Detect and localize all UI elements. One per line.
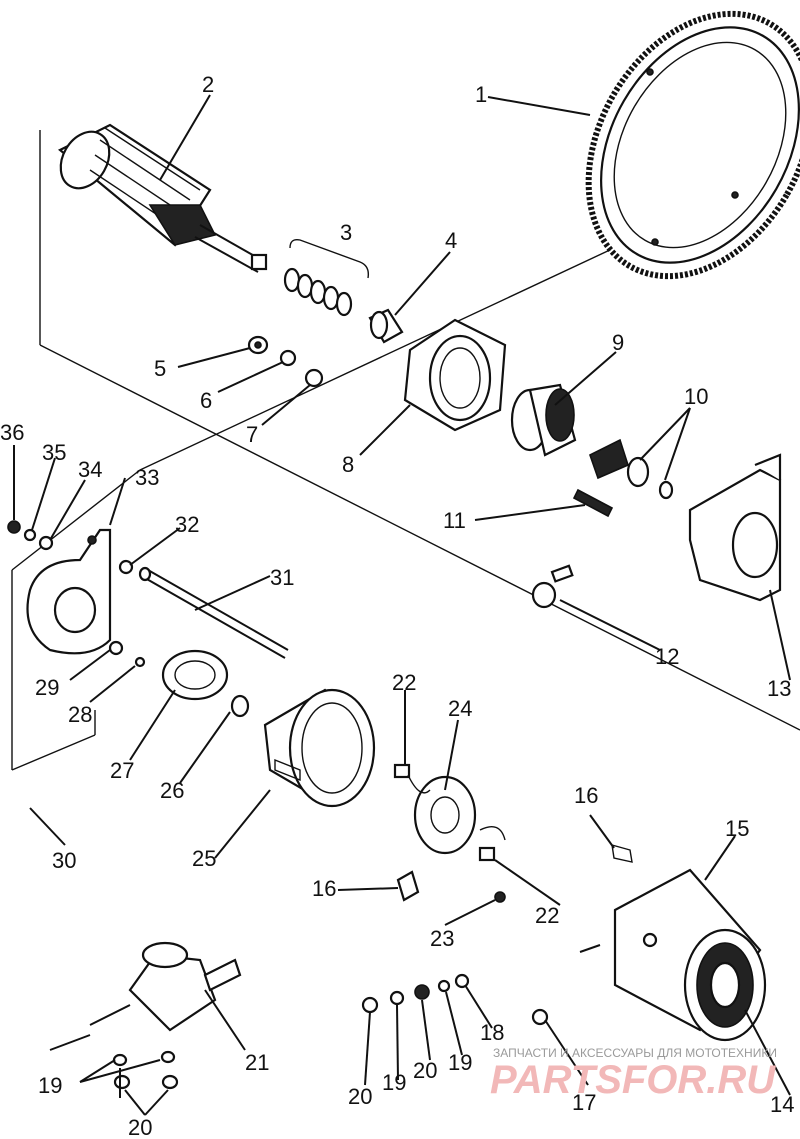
callout-35: 35 (42, 440, 66, 465)
watermark: ЗАПЧАСТИ И АКСЕССУАРЫ ДЛЯ МОТОТЕХНИКИ PA… (490, 1046, 777, 1102)
callout-30: 30 (52, 848, 76, 873)
callout-34: 34 (78, 457, 102, 482)
ring-gear (585, 10, 800, 280)
armature (57, 123, 268, 273)
brush-16-screw-23 (396, 844, 633, 903)
screw-17 (531, 1008, 549, 1026)
callout-19c: 19 (38, 1073, 62, 1098)
washers-5-6-7 (247, 335, 324, 388)
callout-29: 29 (35, 675, 59, 700)
callout-11: 11 (443, 508, 466, 533)
field-housing (263, 688, 376, 808)
callout-16a: 16 (574, 783, 598, 808)
callout-8: 8 (342, 452, 354, 477)
pinion-drive (510, 383, 577, 457)
callout-16b: 16 (312, 876, 336, 901)
screw-28-29 (108, 640, 146, 668)
callout-22a: 22 (392, 670, 416, 695)
callout-4: 4 (445, 228, 457, 253)
brush-holder (393, 763, 506, 862)
callout-19a: 19 (382, 1070, 406, 1095)
callout-15: 15 (725, 816, 749, 841)
bushing (368, 308, 404, 344)
end-cap (161, 649, 229, 701)
drive-end-housing (403, 318, 507, 432)
callout-19b: 19 (448, 1050, 472, 1075)
callout-1: 1 (475, 82, 487, 107)
callout-27: 27 (110, 758, 134, 783)
callout-20c: 20 (128, 1115, 152, 1139)
callout-21: 21 (245, 1050, 269, 1075)
callout-24: 24 (448, 696, 472, 721)
callout-20a: 20 (348, 1084, 372, 1109)
fasteners-34-35-36 (7, 520, 54, 551)
spring-stack (283, 238, 370, 317)
watermark-caption: ЗАПЧАСТИ И АКСЕССУАРЫ ДЛЯ МОТОТЕХНИКИ (493, 1046, 777, 1060)
through-bolt (118, 559, 289, 659)
callout-33: 33 (135, 465, 159, 490)
callout-2: 2 (202, 72, 214, 97)
callout-7: 7 (246, 422, 258, 447)
callout-14: 14 (770, 1092, 794, 1117)
callout-28: 28 (68, 702, 92, 727)
callout-6: 6 (200, 388, 212, 413)
callout-labels: 1 2 3 4 5 6 7 8 9 10 11 12 13 14 15 16 1… (0, 72, 794, 1139)
callout-5: 5 (154, 356, 166, 381)
motor-housing (613, 868, 767, 1042)
stud (572, 488, 614, 518)
callout-9: 9 (612, 330, 624, 355)
callout-25: 25 (192, 846, 216, 871)
terminal-nuts (361, 944, 601, 1014)
bolt-12 (531, 564, 574, 609)
spring-collar-clip (589, 438, 674, 500)
bushing-26 (230, 694, 250, 718)
callout-18: 18 (480, 1020, 504, 1045)
mounting-bracket (688, 453, 782, 602)
callout-26: 26 (160, 778, 184, 803)
callout-10: 10 (684, 384, 708, 409)
callout-22b: 22 (535, 903, 559, 928)
callout-17: 17 (572, 1090, 596, 1115)
callout-20b: 20 (413, 1058, 437, 1083)
solenoid (49, 941, 242, 1090)
leader-lines (13, 94, 791, 1098)
callout-12: 12 (655, 644, 679, 669)
callout-36: 36 (0, 420, 24, 445)
group-leaders (79, 991, 463, 1116)
callout-32: 32 (175, 512, 199, 537)
callout-23: 23 (430, 926, 454, 951)
callout-31: 31 (270, 565, 294, 590)
watermark-logo: PARTSFOR.RU (490, 1058, 776, 1102)
callout-3: 3 (340, 220, 352, 245)
callout-13: 13 (767, 676, 791, 701)
end-bracket (26, 528, 112, 655)
